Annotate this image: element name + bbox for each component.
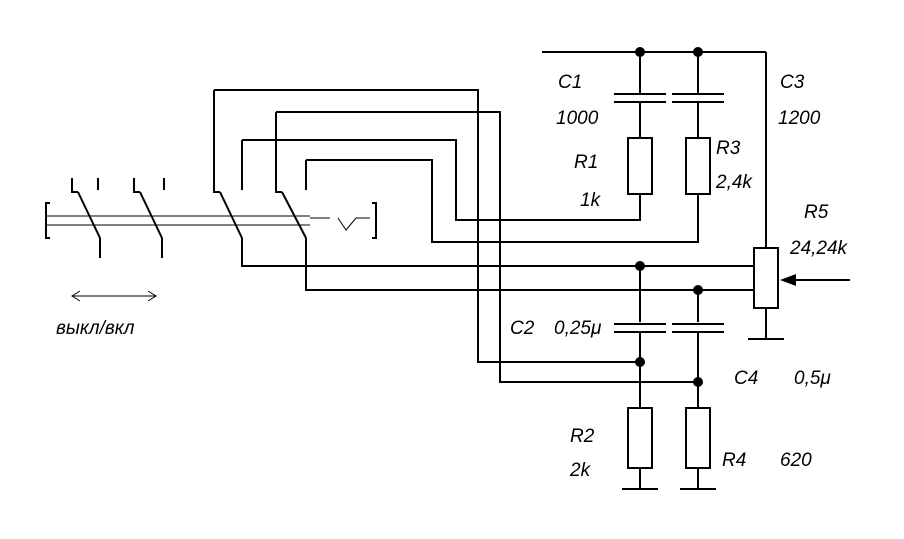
wire-to-r3 bbox=[306, 159, 699, 243]
contact-2-blade bbox=[139, 191, 163, 239]
resistor-r3 bbox=[685, 137, 711, 195]
switch-label: выкл/вкл bbox=[56, 318, 135, 339]
r2-value-label: 2k bbox=[569, 460, 592, 481]
contact-2-fixed bbox=[133, 178, 140, 193]
resistor-r4 bbox=[685, 407, 711, 469]
junction-dot bbox=[635, 261, 645, 271]
potentiometer-r5 bbox=[753, 247, 779, 309]
r4-value-label: 620 bbox=[780, 450, 812, 471]
capacitor-c1 bbox=[614, 93, 666, 103]
c2-name-label: C2 bbox=[510, 318, 535, 339]
junction-dot bbox=[635, 357, 645, 367]
capacitor-c4 bbox=[672, 323, 724, 333]
wire-to-c4 bbox=[276, 111, 698, 383]
r1-name-label: R1 bbox=[574, 152, 598, 173]
wire-to-c2 bbox=[214, 89, 640, 363]
r1-value-label: 1k bbox=[580, 190, 602, 211]
switch-direction-arrow bbox=[71, 290, 157, 302]
switch-bank bbox=[45, 90, 377, 258]
junction-dot bbox=[635, 47, 645, 57]
r5-wiper-arrow bbox=[780, 274, 850, 286]
capacitor-c3 bbox=[672, 93, 724, 103]
junction-dot bbox=[693, 377, 703, 387]
junction-dot bbox=[693, 47, 703, 57]
wire-to-r5-top bbox=[241, 238, 754, 267]
capacitor-c2 bbox=[614, 323, 666, 333]
contact-3-blade bbox=[219, 191, 243, 239]
contact-4-blade bbox=[281, 191, 307, 239]
c1-value-label: 1000 bbox=[556, 108, 599, 129]
junctions bbox=[635, 47, 703, 387]
contact-1-blade bbox=[77, 191, 101, 239]
junction-dot bbox=[693, 285, 703, 295]
r3-value-label: 2,4k bbox=[715, 172, 753, 193]
wiring bbox=[214, 51, 767, 488]
resistor-r2 bbox=[627, 407, 653, 469]
r5-name-label: R5 bbox=[804, 202, 829, 223]
switch-bracket-left bbox=[45, 202, 50, 239]
c3-name-label: C3 bbox=[780, 72, 805, 93]
wire-to-r5-bottom bbox=[305, 238, 754, 291]
c1-name-label: C1 bbox=[558, 72, 582, 93]
r2-name-label: R2 bbox=[570, 426, 595, 447]
r4-name-label: R4 bbox=[722, 450, 746, 471]
switch-bracket-right bbox=[372, 202, 377, 239]
actuator-dashed-link bbox=[310, 217, 370, 231]
contact-1-fixed bbox=[71, 178, 78, 193]
c4-name-label: C4 bbox=[734, 368, 758, 389]
resistor-r1 bbox=[627, 137, 653, 195]
r3-name-label: R3 bbox=[716, 138, 741, 159]
contact-3-fixed bbox=[213, 90, 220, 193]
r5-value-label: 24,24k bbox=[789, 238, 849, 259]
wire-to-r1 bbox=[242, 139, 641, 221]
contact-4-fixed bbox=[275, 112, 282, 193]
c3-value-label: 1200 bbox=[778, 108, 821, 129]
c2-value-label: 0,25μ bbox=[554, 318, 602, 339]
c4-value-label: 0,5μ bbox=[794, 368, 831, 389]
